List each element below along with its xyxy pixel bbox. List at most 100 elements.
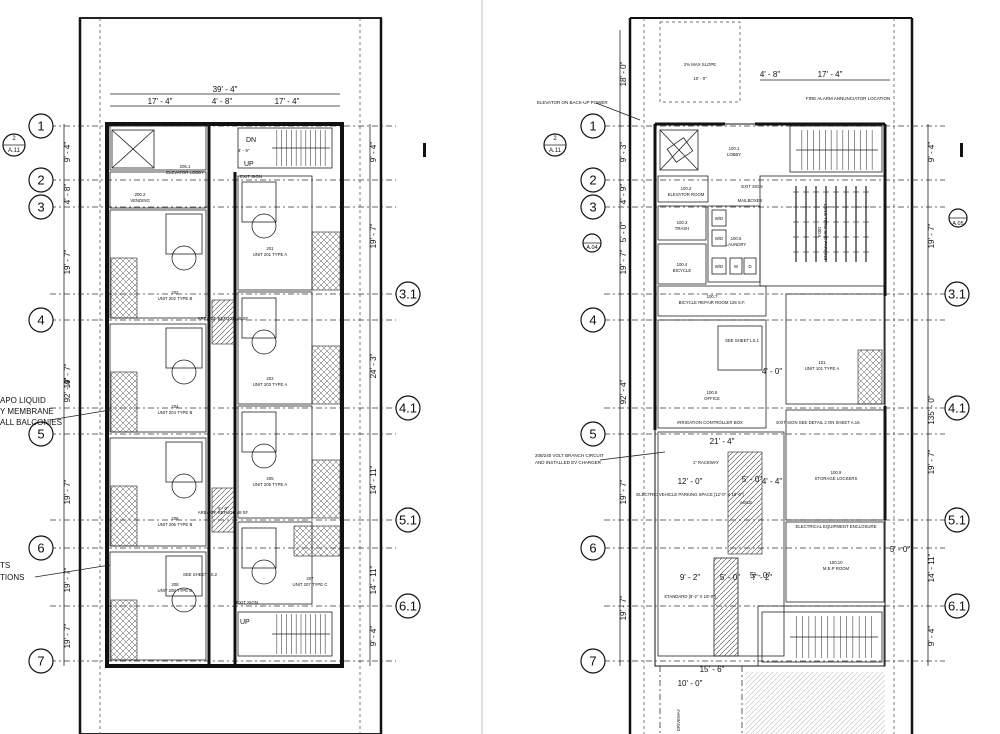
grid-label: 1 bbox=[37, 119, 44, 134]
dim-right: 17' - 4" bbox=[275, 97, 300, 106]
grid-label: 7 bbox=[37, 654, 44, 669]
building-outline bbox=[105, 122, 344, 668]
dryer-label: D bbox=[748, 264, 751, 269]
svg-text:100.8: 100.8 bbox=[707, 390, 718, 395]
grid-label: 4 bbox=[589, 313, 596, 328]
svg-text:A.11: A.11 bbox=[8, 148, 21, 154]
vertical-dim: 19' - 7" bbox=[619, 479, 628, 504]
vertical-dim: 19' - 7" bbox=[927, 449, 936, 474]
svg-text:100.1: 100.1 bbox=[729, 146, 740, 151]
tag-a05: A.05 bbox=[948, 208, 968, 228]
r-dim-top-1: 17' - 4" bbox=[818, 70, 843, 79]
grid-label: 5.1 bbox=[948, 513, 966, 528]
svg-text:2: 2 bbox=[553, 136, 557, 142]
washer-dryer-label: W/D bbox=[715, 216, 723, 221]
vertical-dim: 19' - 7" bbox=[369, 223, 378, 248]
stair-dim: 4' - 9" bbox=[238, 148, 250, 153]
building-outline-ground bbox=[654, 123, 886, 667]
vertical-dim: 135' - 0" bbox=[927, 395, 936, 424]
grid-label: 3.1 bbox=[399, 287, 417, 302]
inner-dim: 5' - 0" bbox=[750, 571, 771, 580]
vertical-dim: 92' - 4" bbox=[619, 379, 628, 404]
inner-dim: 15' - 6" bbox=[700, 665, 725, 674]
svg-text:100.3: 100.3 bbox=[677, 220, 688, 225]
stair-up2-label: UP bbox=[240, 619, 250, 626]
inner-dim: 4' - 4" bbox=[762, 477, 783, 486]
grid-label: 4 bbox=[37, 313, 44, 328]
grid-label: 6.1 bbox=[399, 599, 417, 614]
svg-text:UNIT 101 TYPE A: UNIT 101 TYPE A bbox=[805, 366, 840, 371]
svg-text:UNIT 202 TYPE B: UNIT 202 TYPE B bbox=[158, 296, 193, 301]
refuge-label-1: AREA OF REFUGE 48 SF bbox=[198, 316, 249, 321]
section-cut-right bbox=[960, 143, 963, 157]
vertical-dim: 9' - 3" bbox=[619, 142, 628, 163]
grid-label: 1 bbox=[589, 119, 596, 134]
vertical-dim: 14' - 11" bbox=[927, 554, 936, 583]
svg-text:202: 202 bbox=[171, 290, 179, 295]
svg-text:206.1: 206.1 bbox=[180, 164, 191, 169]
svg-text:204: 204 bbox=[171, 404, 179, 409]
svg-text:BICYCLE REPAIR ROOM 126 S.F.: BICYCLE REPAIR ROOM 126 S.F. bbox=[679, 300, 746, 305]
grid-bubble-6: 6 bbox=[580, 535, 606, 561]
svg-text:BICYCLE: BICYCLE bbox=[673, 268, 692, 273]
svg-text:STORAGE LOCKERS: STORAGE LOCKERS bbox=[815, 476, 858, 481]
grid-label: 3 bbox=[589, 200, 596, 215]
inner-dim: 5' - 0" bbox=[720, 573, 741, 582]
note-tions: TIONS bbox=[0, 573, 24, 582]
note-fire-alarm: FIRE ALARM ANNUNCIATOR LOCATION bbox=[806, 96, 890, 101]
svg-text:VENDING: VENDING bbox=[130, 198, 150, 203]
refuge-label-2: AREA OF REFUGE 48 SF bbox=[198, 510, 249, 515]
svg-text:ELEVATOR ROOM: ELEVATOR ROOM bbox=[668, 192, 705, 197]
grid-bubble-3.1: 3.1 bbox=[395, 281, 421, 307]
vertical-dim: 5' - 0" bbox=[619, 222, 628, 243]
svg-text:101: 101 bbox=[818, 360, 826, 365]
label-mailboxes: MAILBOXES bbox=[738, 198, 763, 203]
svg-text:LAUNDRY: LAUNDRY bbox=[726, 242, 747, 247]
vertical-dim: 19' - 7" bbox=[63, 623, 72, 648]
grid-bubble-3: 3 bbox=[580, 194, 606, 220]
svg-text:207: 207 bbox=[306, 576, 314, 581]
slope-label: 2% MAX SLOPE bbox=[684, 62, 716, 67]
tag-a04: A.04 bbox=[582, 233, 602, 253]
label-standard: STANDARD [9'-2" X 18'-0"] bbox=[664, 594, 716, 599]
washer-dryer-label: W/D bbox=[715, 236, 723, 241]
vertical-dim: 14' - 11" bbox=[369, 466, 378, 495]
vertical-dim: 4' - 8" bbox=[63, 184, 72, 205]
elevator-lobby-room bbox=[109, 125, 207, 171]
inner-dim: 5' - 0" bbox=[742, 475, 763, 484]
label-exit_sign2: EXIT SIGN SEE DETAIL 2 ON SHEET A.16 bbox=[776, 420, 860, 425]
grid-bubble-2: 2 bbox=[28, 167, 54, 193]
svg-text:100.5: 100.5 bbox=[731, 236, 742, 241]
stair-up-label: UP bbox=[244, 161, 254, 168]
washer-dryer-label: W/D bbox=[715, 264, 723, 269]
grid-bubble-6.1: 6.1 bbox=[944, 593, 970, 619]
vertical-dim: 9' - 4" bbox=[927, 142, 936, 163]
svg-text:UNIT 201 TYPE A: UNIT 201 TYPE A bbox=[253, 252, 288, 257]
refuge-dim: 4' - 0" bbox=[218, 506, 229, 511]
label-irrigation: IRRIGATION CONTROLLER BOX bbox=[677, 420, 743, 425]
svg-text:UNIT 206 TYPE B: UNIT 206 TYPE B bbox=[158, 522, 193, 527]
svg-text:100.6: 100.6 bbox=[817, 227, 822, 238]
svg-text:UNIT 207 TYPE C: UNIT 207 TYPE C bbox=[293, 582, 328, 587]
stair-dn-label: DN bbox=[246, 137, 256, 144]
note-ts: TS bbox=[0, 561, 10, 570]
dim-mid: 4' - 8" bbox=[212, 97, 233, 106]
vertical-dim: 24' - 3" bbox=[369, 353, 378, 378]
vertical-dim: 19' - 7" bbox=[63, 567, 72, 592]
inner-dim: 21' - 4" bbox=[710, 437, 735, 446]
washer-label: W bbox=[734, 264, 739, 269]
svg-text:205: 205 bbox=[266, 476, 274, 481]
svg-text:100.2: 100.2 bbox=[681, 186, 692, 191]
vertical-dim: 19' - 7" bbox=[63, 363, 72, 388]
grid-label: 6 bbox=[37, 541, 44, 556]
grid-label: 4.1 bbox=[948, 401, 966, 416]
grid-bubble-4.1: 4.1 bbox=[395, 395, 421, 421]
grid-bubble-5.1: 5.1 bbox=[395, 507, 421, 533]
